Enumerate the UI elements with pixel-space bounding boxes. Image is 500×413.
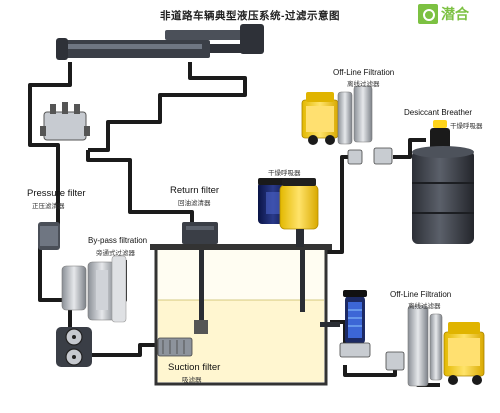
label-bypass-cn: 旁通式过滤器 xyxy=(96,250,135,257)
tank-breather xyxy=(258,178,319,247)
pipe-bottom-offline-2 xyxy=(343,365,397,377)
label-return-en: Return filter xyxy=(170,185,220,196)
label-breather-cn: 干燥呼吸器 xyxy=(268,170,301,177)
control-valve xyxy=(40,102,90,141)
logo-text: 潜合 xyxy=(441,6,469,22)
label-offline-bottom-en: Off-Line Filtration xyxy=(390,290,452,299)
tank-pipes xyxy=(300,250,340,327)
pipe-cylinder-return xyxy=(88,62,247,152)
pressure-filter xyxy=(38,222,60,250)
label-return-cn: 回油滤清器 xyxy=(178,200,211,207)
return-filter xyxy=(182,222,218,334)
brand-logo: 潜合 xyxy=(418,4,469,24)
gear-pump xyxy=(56,327,92,367)
label-bypass-en: By-pass filtration xyxy=(88,236,148,245)
logo-icon xyxy=(418,4,438,24)
label-offline-bottom-cn: 离线过滤器 xyxy=(408,303,441,310)
label-pressure-cn: 正压滤清器 xyxy=(32,203,65,210)
hydraulic-cylinder xyxy=(56,24,264,60)
suction-filter xyxy=(157,337,193,357)
pipe-top-offline-2 xyxy=(393,138,426,159)
pipe-top-offline xyxy=(315,155,348,254)
reservoir-tank xyxy=(150,244,332,386)
label-offline-top-cn: 离线过滤器 xyxy=(347,81,380,88)
pipe-to-return-filter xyxy=(86,150,194,222)
label-suction-cn: 吸滤器 xyxy=(182,377,202,384)
offline-filter-bottom xyxy=(385,305,485,387)
label-suction-en: Suction filter xyxy=(168,362,221,373)
pipe-pump-suction xyxy=(90,343,158,357)
label-offline-top-en: Off-Line Filtration xyxy=(333,68,395,77)
desiccant-breather xyxy=(430,120,450,150)
oil-drum xyxy=(412,146,474,244)
inline-fitting-top xyxy=(347,147,393,165)
offline-filter-top xyxy=(301,85,373,145)
inline-filter-bottom xyxy=(339,290,371,358)
pipe-bypass xyxy=(38,243,72,333)
label-pressure-en: Pressure filter xyxy=(27,188,86,199)
bypass-filter xyxy=(61,255,127,323)
diagram-title: 非道路车辆典型液压系统-过滤示意图 xyxy=(160,10,340,22)
label-desiccant-en: Desiccant Breather xyxy=(404,108,473,117)
label-desiccant-cn: 干燥呼吸器 xyxy=(450,123,483,130)
